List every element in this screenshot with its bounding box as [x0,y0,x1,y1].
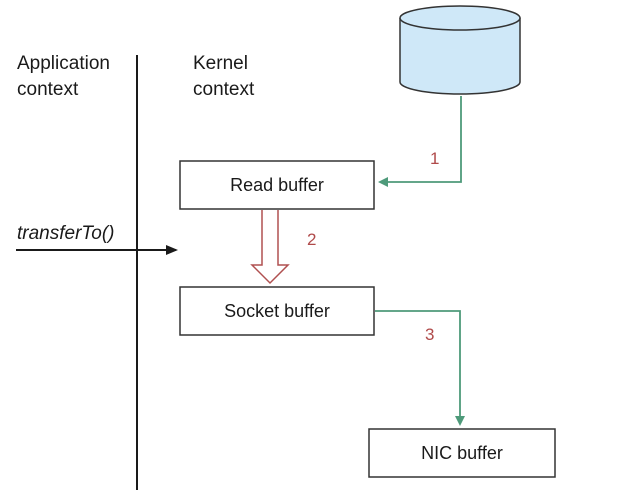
dma-arrow-disk-to-read-buffer [378,96,462,187]
kernel-context-label-line1: Kernel [193,53,248,74]
socket-buffer-label: Socket buffer [224,301,330,321]
socket-buffer-box [179,286,375,336]
step-2-label: 2 [307,230,316,249]
step-1-label: 1 [430,149,439,168]
nic-buffer-label: NIC buffer [421,443,503,463]
copy-arrow-read-to-socket [250,210,290,285]
kernel-context-label-line2: context [193,79,255,100]
step-3-label: 3 [425,325,434,344]
read-buffer-label: Read buffer [230,175,324,195]
application-context-label-line2: context [17,79,79,100]
transferto-call-label: transferTo() [17,223,115,244]
read-buffer-box [179,160,375,210]
nic-buffer-box [368,428,556,478]
application-context-label-line1: Application [17,53,110,74]
disk-icon [399,5,521,95]
dma-arrow-socket-to-nic-buffer [375,310,465,426]
